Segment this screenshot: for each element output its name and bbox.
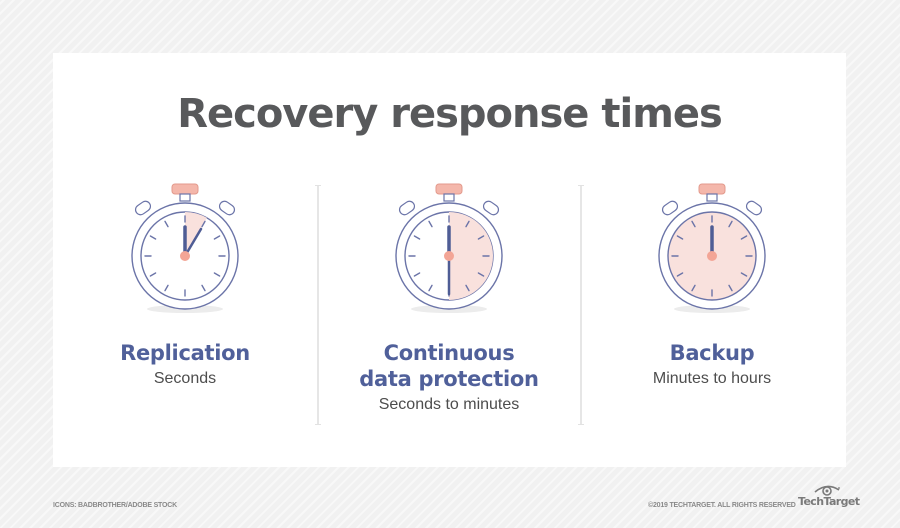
eye-icon bbox=[814, 485, 840, 496]
method-replication: Replication Seconds bbox=[53, 181, 317, 431]
copyright: ©2019 TECHTARGET. ALL RIGHTS RESERVED bbox=[648, 502, 796, 509]
method-name: Continuous data protection bbox=[317, 340, 581, 392]
techtarget-logo: TechTarget bbox=[798, 484, 860, 508]
infographic-panel: Recovery response times Replicatio bbox=[53, 53, 846, 467]
method-continuous-data-protection: Continuous data protection Seconds to mi… bbox=[317, 181, 581, 431]
icon-credit: ICONS: BADBROTHER/ADOBE STOCK bbox=[53, 502, 177, 509]
stopwatch-icon bbox=[658, 183, 766, 313]
method-name: Backup bbox=[669, 341, 755, 365]
method-name: Replication bbox=[120, 341, 250, 365]
method-time: Minutes to hours bbox=[652, 370, 772, 387]
brand-name: TechTarget bbox=[798, 495, 860, 508]
stopwatch-icon bbox=[395, 183, 503, 313]
stopwatch-icon bbox=[131, 183, 239, 313]
method-name-line2: data protection bbox=[359, 367, 539, 391]
column-divider bbox=[578, 185, 584, 425]
method-name-line1: Continuous bbox=[383, 341, 515, 365]
method-time: Seconds bbox=[153, 370, 217, 387]
column-divider bbox=[315, 185, 321, 425]
page-title: Recovery response times bbox=[177, 91, 723, 137]
method-time: Seconds to minutes bbox=[378, 396, 520, 413]
method-backup: Backup Minutes to hours bbox=[580, 181, 844, 431]
